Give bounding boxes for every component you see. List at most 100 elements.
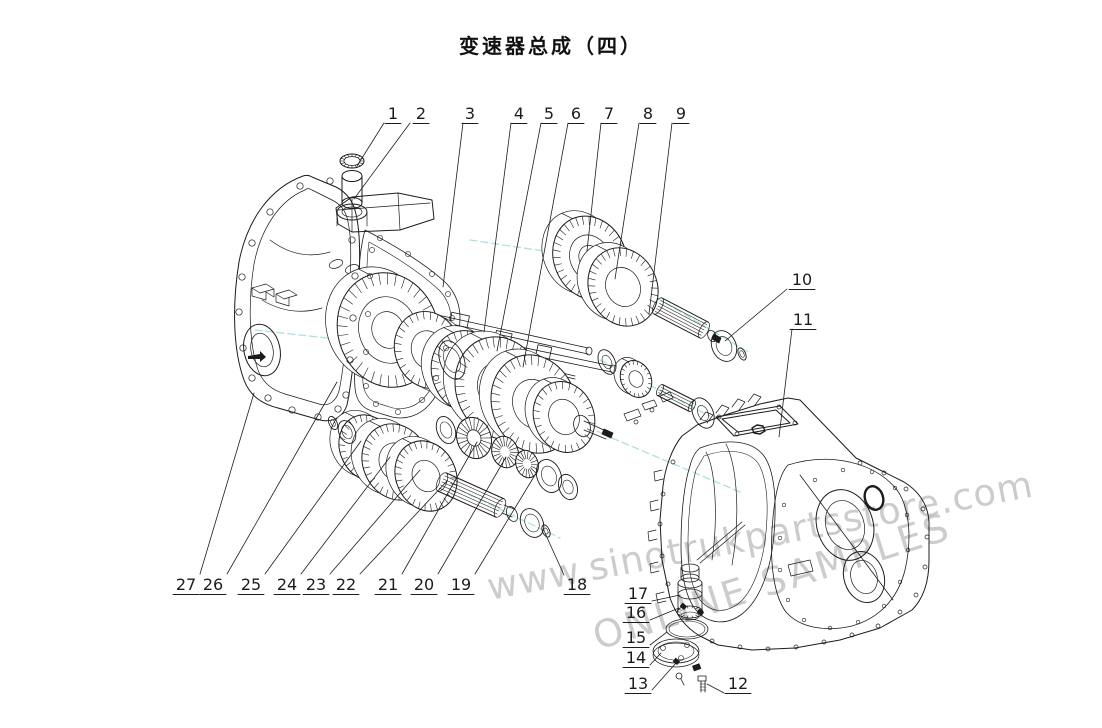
leader-line [300,456,391,575]
part-callout-14: 14 [622,648,662,668]
part-callout-8: 8 [614,104,657,280]
seal-ring [863,485,885,511]
leader-line [651,662,677,691]
part-number-26: 26 [203,575,223,594]
part-callout-4: 4 [483,104,528,333]
o-ring [665,618,709,640]
gear [576,242,659,327]
leader-line [522,122,569,368]
leader-line [649,631,668,646]
gear-train-art [235,153,930,652]
lug-cube [251,283,275,301]
part-number-14: 14 [626,648,646,667]
leader-line [356,122,385,167]
leader-line [649,607,680,621]
drain-bolt [697,675,707,693]
leader-line [329,469,421,575]
hex-plug [751,424,766,435]
part-callout-13: 13 [624,662,677,694]
watermark: www.sinotrukpartsstore.com ONLINE SAMPLE… [484,463,1037,659]
leader-line [264,440,362,575]
rear-flange [771,459,910,629]
part-callout-1: 1 [356,104,402,167]
washer-ring [541,524,551,538]
gear [455,416,493,460]
leader-line [353,122,411,200]
part-callout-23: 23 [302,469,421,595]
part-callout-10: 10 [724,270,816,342]
part-number-27: 27 [176,575,196,594]
leader-line [724,288,788,342]
part-number-17: 17 [628,584,648,603]
part-number-4: 4 [514,104,524,123]
bearing-bore [842,551,886,603]
bearing-bore [815,489,875,561]
washer-ring [337,420,357,444]
part-number-8: 8 [643,104,653,123]
washer-ring [710,330,738,362]
part-callout-22: 22 [332,480,448,595]
front-housing [234,174,435,422]
drain-plug-parts [652,521,746,693]
side-bore [243,323,281,377]
leader-line [706,683,725,694]
leader-line [359,480,448,575]
part-number-1: 1 [388,104,398,123]
part-number-12: 12 [728,674,748,693]
part-number-7: 7 [604,104,614,123]
lug-cube [275,289,298,307]
part-number-20: 20 [414,575,434,594]
leader-line [496,122,542,352]
part-number-16: 16 [626,603,646,622]
part-callout-2: 2 [353,104,430,200]
part-number-9: 9 [676,104,686,123]
gear [524,377,596,453]
part-number-5: 5 [544,104,554,123]
leader-line [474,469,539,575]
gear [613,357,653,398]
pto-opening [715,405,799,437]
washer-ring [535,459,563,493]
part-callout-6: 6 [522,104,585,368]
part-callout-18: 18 [544,532,591,595]
leader-line [651,594,681,602]
part-callout-17: 17 [624,584,681,604]
leader-line [442,122,464,288]
part-number-13: 13 [628,674,648,693]
part-callout-11: 11 [778,310,817,438]
part-number-21: 21 [378,575,398,594]
washer-ring [691,397,715,429]
splined-shaft [652,297,710,339]
washer-ring [557,473,579,501]
part-number-25: 25 [241,575,261,594]
part-callout-16: 16 [622,603,680,623]
leader-line [778,328,793,438]
leader-line [586,122,602,252]
washer-ring [597,349,617,375]
bolt-holes [235,177,930,652]
part-callout-9: 9 [648,104,690,315]
part-callout-25: 25 [237,440,362,595]
part-callout-26: 26 [199,381,338,595]
part-number-22: 22 [336,575,356,594]
part-number-3: 3 [465,104,475,123]
screw [679,602,687,610]
part-callout-27: 27 [172,392,255,595]
part-callout-3: 3 [442,104,479,288]
part-callout-20: 20 [410,456,507,595]
part-number-19: 19 [451,575,471,594]
output-shaft-tip [501,329,722,522]
part-callout-5: 5 [496,104,558,352]
part-callout-21: 21 [374,441,478,595]
leader-line [226,381,338,575]
main-case [623,391,930,651]
washer-ring [438,340,466,380]
page-title: 变速器总成（四） [459,34,643,58]
washer-ring [327,415,339,431]
gear [515,449,539,479]
washer-ring [435,416,457,444]
splined-shaft [656,384,696,412]
